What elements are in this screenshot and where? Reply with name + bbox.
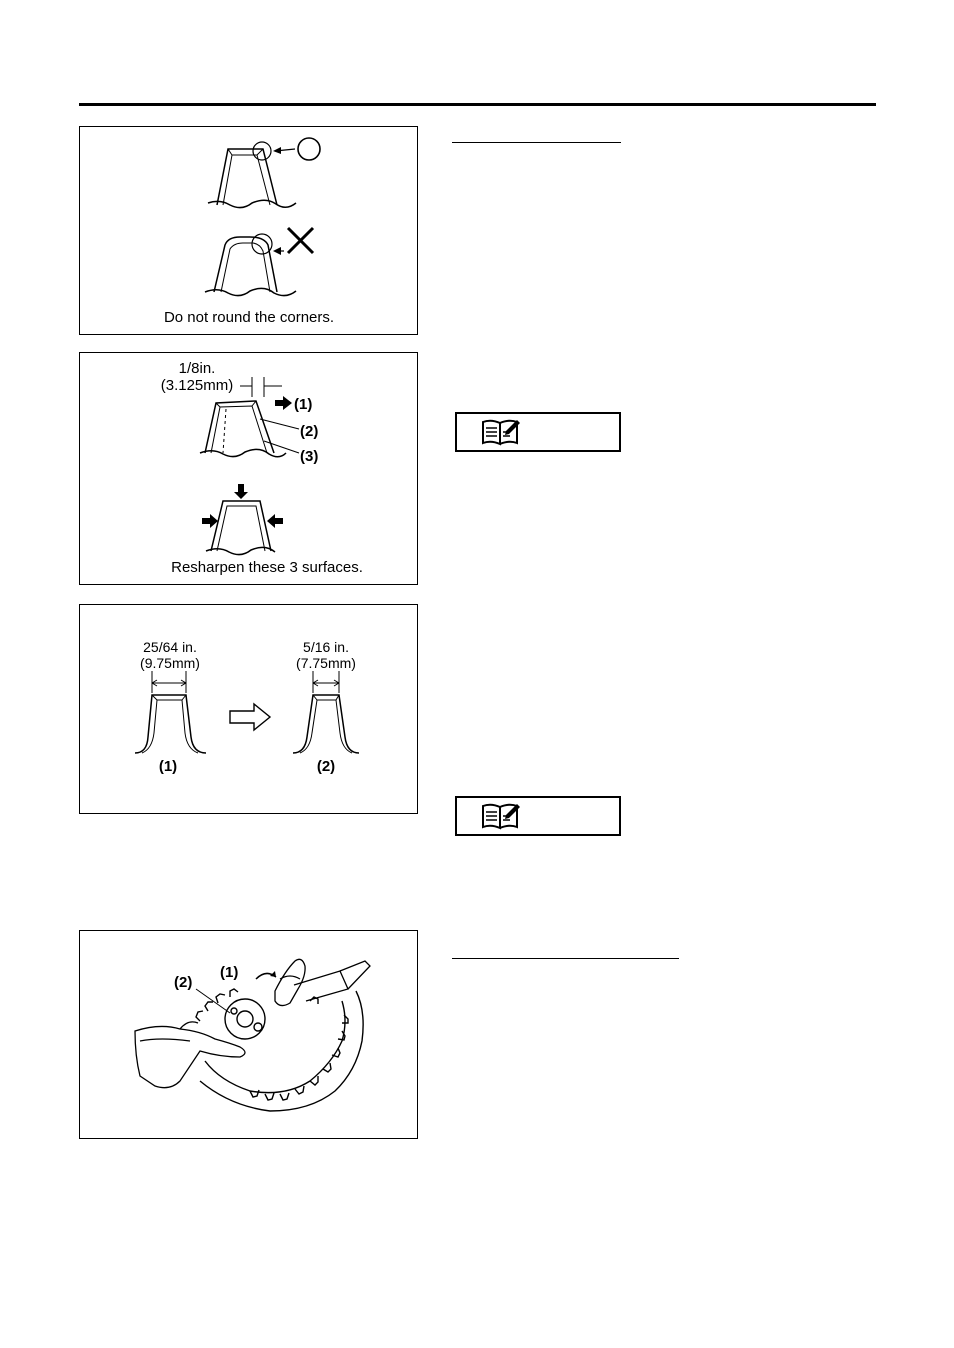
leader-line-2 bbox=[195, 988, 231, 1014]
corner-circle-incorrect bbox=[251, 233, 273, 255]
dimension-marker bbox=[240, 377, 282, 397]
label-2: (2) bbox=[300, 423, 318, 440]
figure-resharpen: 1/8in. (3.125mm) (1) (2) (3) bbox=[79, 352, 418, 585]
figure-corners: Do not round the corners. bbox=[79, 126, 418, 335]
figure-resharpen-drawing: 1/8in. (3.125mm) (1) (2) (3) bbox=[161, 360, 363, 576]
leader-line-3 bbox=[263, 440, 300, 454]
rotation-arrow-icon bbox=[255, 971, 277, 980]
label-2: (2) bbox=[317, 758, 335, 775]
arrow-down-icon bbox=[234, 484, 248, 499]
arrow-left-icon bbox=[273, 147, 296, 154]
left-width-inch: 25/64 in. bbox=[143, 639, 197, 655]
left-dimension bbox=[151, 671, 187, 693]
leader-line-2 bbox=[259, 418, 300, 430]
right-width-mm: (7.75mm) bbox=[296, 655, 356, 671]
note-box bbox=[455, 412, 621, 452]
section-heading-underline bbox=[452, 142, 621, 143]
header-rule bbox=[79, 103, 876, 106]
arrow-right-icon bbox=[229, 702, 272, 732]
figure-sprocket-drawing: (1) (2) bbox=[134, 958, 371, 1112]
left-hand bbox=[134, 1021, 246, 1089]
book-note-icon bbox=[482, 419, 520, 446]
arrow-right-icon bbox=[275, 396, 292, 410]
tooth-worn bbox=[199, 400, 287, 458]
label-3: (3) bbox=[300, 448, 318, 465]
left-width-mm: (9.75mm) bbox=[140, 655, 200, 671]
note-box bbox=[455, 796, 621, 836]
right-dimension bbox=[312, 671, 340, 693]
tooth-correct bbox=[207, 148, 297, 209]
sprocket-gear bbox=[195, 988, 364, 1112]
corner-circle-correct bbox=[252, 141, 272, 161]
tooth-resharpened bbox=[292, 694, 360, 754]
tooth-original bbox=[134, 694, 207, 754]
label-1: (1) bbox=[220, 964, 238, 981]
tooth-incorrect bbox=[204, 236, 297, 297]
incorrect-mark-icon bbox=[286, 226, 315, 255]
figure-tooth-width-drawing: 25/64 in. (9.75mm) (1) 5/16 in. (7.75mm) bbox=[134, 639, 360, 775]
correct-mark-icon bbox=[297, 137, 321, 161]
figure-sprocket: (1) (2) bbox=[79, 930, 418, 1139]
dimension-mm: (3.125mm) bbox=[161, 377, 234, 394]
label-1: (1) bbox=[159, 758, 177, 775]
right-width-inch: 5/16 in. bbox=[303, 639, 349, 655]
arrow-left-icon bbox=[267, 514, 283, 528]
label-2: (2) bbox=[174, 974, 192, 991]
figure-corners-drawing: Do not round the corners. bbox=[164, 137, 334, 326]
label-1: (1) bbox=[294, 396, 312, 413]
figure-caption: Do not round the corners. bbox=[164, 309, 334, 326]
section-heading-underline bbox=[452, 958, 679, 959]
arrow-left-icon bbox=[273, 247, 284, 255]
dimension-inch: 1/8in. bbox=[179, 360, 216, 377]
arrow-right-icon bbox=[202, 514, 218, 528]
book-note-icon bbox=[482, 803, 520, 830]
right-hand bbox=[274, 958, 371, 1007]
figure-tooth-width: 25/64 in. (9.75mm) (1) 5/16 in. (7.75mm) bbox=[79, 604, 418, 814]
figure-caption: Resharpen these 3 surfaces. bbox=[171, 559, 363, 576]
tooth-surfaces bbox=[205, 500, 276, 556]
